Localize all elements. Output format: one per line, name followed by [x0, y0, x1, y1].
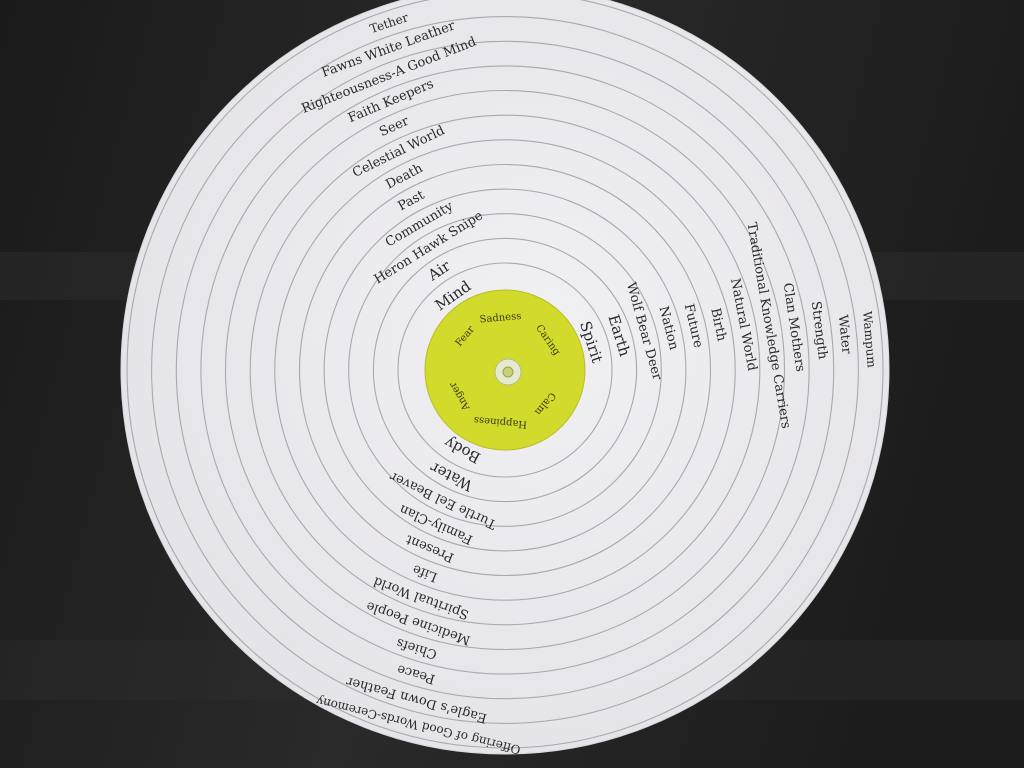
ring-edge — [151, 16, 859, 724]
center-pin-head — [502, 366, 514, 378]
ring-edge — [274, 139, 736, 601]
center-word-happiness: Happiness — [473, 414, 527, 430]
ring-12-right-label: Wampum — [860, 311, 879, 369]
ring-edge — [323, 188, 687, 552]
ring-10-right-label: Strength — [808, 300, 830, 360]
ring-edge — [298, 163, 712, 577]
ring-edge — [249, 114, 761, 626]
ring-11-right-label: Water — [835, 314, 854, 355]
ring-edge — [200, 65, 810, 675]
ring-6-right-label: Birth — [707, 307, 729, 344]
ring-edge — [348, 213, 662, 527]
center-word-sadness: Sadness — [479, 311, 522, 326]
ring-edge — [397, 262, 613, 478]
ring-edge — [175, 40, 835, 700]
ring-edge — [224, 89, 786, 651]
ring-edge — [372, 237, 638, 503]
ring-edge — [126, 0, 884, 749]
